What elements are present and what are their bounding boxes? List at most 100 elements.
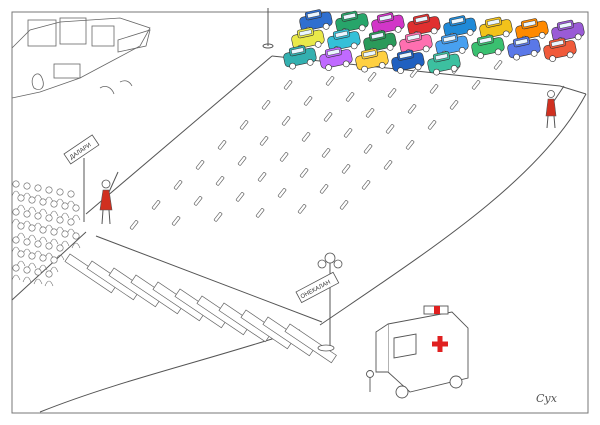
lane-dash <box>387 88 397 98</box>
crowd-person <box>22 182 32 199</box>
crowd-person <box>33 184 43 201</box>
lane-dash <box>319 184 329 194</box>
lane-dashes <box>129 60 503 230</box>
crowd-person <box>11 236 21 253</box>
car <box>355 48 389 73</box>
lamp-post-top <box>262 8 274 49</box>
lane-dash <box>281 116 291 126</box>
lane-dash <box>345 92 355 102</box>
lane-dash <box>261 100 271 110</box>
crowd-person <box>11 208 21 225</box>
lane-dash <box>321 148 331 158</box>
lane-dash <box>235 192 245 202</box>
crowd-person <box>38 226 48 243</box>
town-background <box>11 17 151 99</box>
road <box>11 55 587 413</box>
car-cluster <box>283 9 585 76</box>
lane-dash <box>193 196 203 206</box>
lane-dash <box>239 120 249 130</box>
crowd-person <box>22 210 32 227</box>
crowd-person <box>44 214 54 231</box>
car <box>543 37 577 62</box>
crowd-person <box>49 200 59 217</box>
lane-dash <box>367 72 377 82</box>
frame-border <box>11 11 589 414</box>
traffic-officer-right <box>545 85 565 129</box>
lane-dash <box>365 108 375 118</box>
lane-dash <box>301 132 311 142</box>
crowd-person <box>33 212 43 229</box>
crosswalk-stripe <box>284 323 337 364</box>
lane-dash <box>471 80 481 90</box>
lane-dash <box>217 140 227 150</box>
red-cross-icon <box>432 336 448 352</box>
lane-dash <box>283 80 293 90</box>
lane-dash <box>299 168 309 178</box>
crowd-person <box>11 264 21 281</box>
lane-dash <box>405 140 415 150</box>
lane-dash <box>385 124 395 134</box>
crowd-person <box>38 198 48 215</box>
lane-dash <box>237 156 247 166</box>
car <box>507 36 541 61</box>
lane-dash <box>339 200 349 210</box>
car <box>327 28 361 53</box>
lane-dash <box>363 144 373 154</box>
lane-dash <box>259 136 269 146</box>
crowd-person <box>66 218 76 235</box>
crowd-person <box>49 256 59 273</box>
lane-dash <box>297 204 307 214</box>
car <box>283 45 317 70</box>
lane-dash <box>449 100 459 110</box>
crowd-person <box>55 216 65 233</box>
crowd-person <box>16 222 26 239</box>
crowd-person <box>16 250 26 267</box>
car <box>471 34 505 59</box>
crowd-person <box>33 268 43 285</box>
crowd-person <box>49 228 59 245</box>
lane-dash <box>343 128 353 138</box>
crowd-person <box>71 232 81 249</box>
car <box>435 33 469 58</box>
crowd-person <box>22 238 32 255</box>
ambulance <box>366 305 469 399</box>
lane-dash <box>215 176 225 186</box>
lane-dash <box>129 220 139 230</box>
lane-dash <box>171 216 181 226</box>
crowd-person <box>66 190 76 207</box>
crowd-person <box>22 266 32 283</box>
crowd-person <box>44 186 54 203</box>
crowd-of-people <box>11 180 81 287</box>
crowd-person <box>55 244 65 261</box>
crowd-person <box>27 252 37 269</box>
lane-dash <box>213 212 223 222</box>
lane-dash <box>279 152 289 162</box>
car <box>427 51 461 76</box>
car <box>319 46 353 71</box>
car <box>551 19 585 44</box>
lane-dash <box>361 180 371 190</box>
crosswalk <box>64 253 337 364</box>
car <box>363 30 397 55</box>
lane-dash <box>341 164 351 174</box>
crowd-person <box>27 224 37 241</box>
lane-dash <box>257 172 267 182</box>
lane-dash <box>493 60 503 70</box>
lane-dash <box>427 120 437 130</box>
traffic-officer-left <box>99 171 119 225</box>
crowd-person <box>71 204 81 221</box>
lane-dash <box>429 84 439 94</box>
lane-dash <box>277 188 287 198</box>
artist-signature: Сух <box>536 392 558 405</box>
lane-dash <box>407 104 417 114</box>
crowd-person <box>38 254 48 271</box>
lane-dash <box>383 160 393 170</box>
sign-post-left: ДАЛАРИ <box>63 134 100 222</box>
car <box>407 13 441 38</box>
crowd-person <box>44 242 54 259</box>
lane-dash <box>255 208 265 218</box>
crowd-person <box>11 180 21 197</box>
crowd-person <box>33 240 43 257</box>
